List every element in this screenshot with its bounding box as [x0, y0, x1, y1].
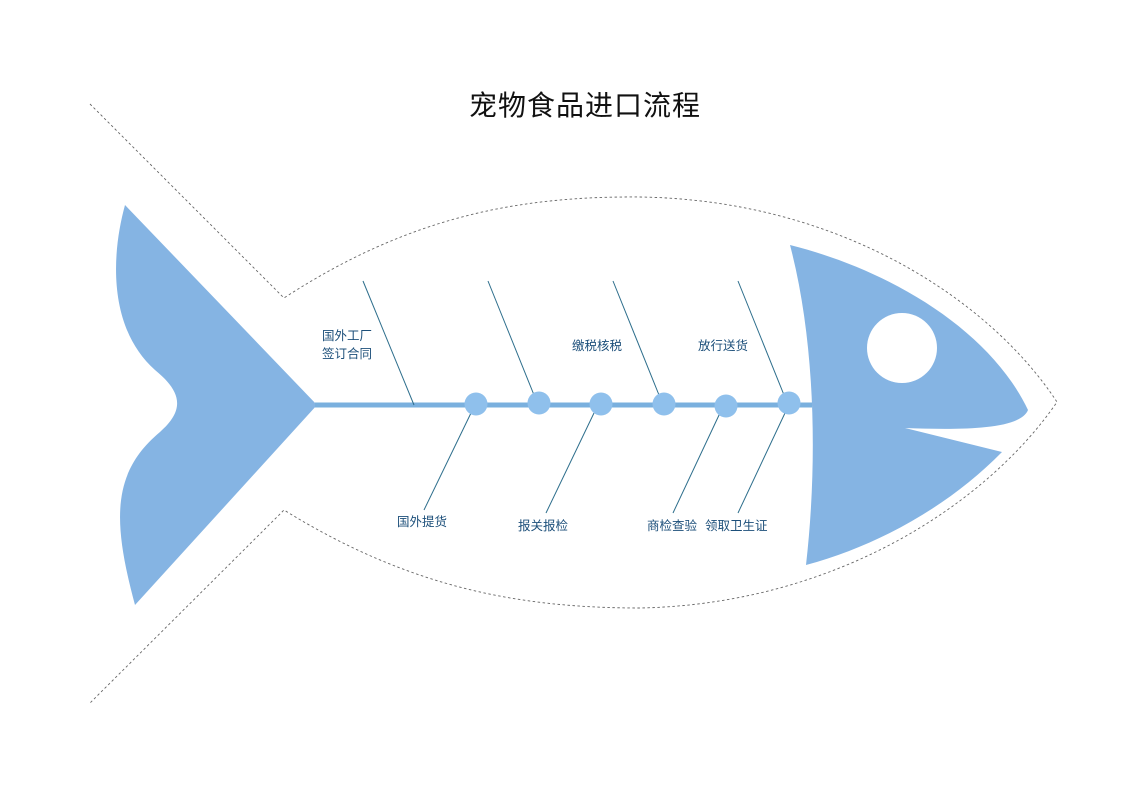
spine-node	[589, 392, 613, 416]
spine-node	[652, 392, 676, 416]
fish-eye	[867, 313, 937, 383]
step-label-line: 放行送货	[698, 338, 749, 353]
bone-bottom-1	[423, 412, 472, 511]
spine-node	[527, 391, 551, 415]
step-label-line: 签订合同	[322, 346, 373, 361]
bone-top-2	[487, 280, 535, 396]
bone-bottom-2	[545, 412, 595, 514]
step-label-bottom-1: 国外提货	[397, 514, 448, 529]
page-title: 宠物食品进口流程	[468, 89, 701, 122]
step-label-bottom-3: 商检查验	[647, 518, 698, 533]
spine-node	[777, 391, 801, 415]
fish-tail	[116, 205, 317, 605]
bone-top-4	[737, 280, 785, 396]
step-label-bottom-2: 报关报检	[518, 518, 569, 533]
step-label-line: 国外工厂	[322, 328, 373, 343]
step-label-bottom-4: 领取卫生证	[705, 518, 768, 533]
step-label-top-3: 缴税核税	[572, 337, 622, 355]
bone-top-1	[362, 280, 415, 406]
spine-node	[464, 392, 488, 416]
step-label-top-4: 放行送货	[698, 337, 748, 355]
bone-bottom-4	[737, 412, 786, 514]
bone-bottom-3	[672, 412, 721, 514]
step-label-top-1: 国外工厂 签订合同	[322, 327, 372, 363]
fish-head	[790, 245, 1028, 565]
bone-top-3	[612, 280, 660, 396]
spine-node	[714, 394, 738, 418]
fish-outline	[89, 103, 1058, 704]
step-label-line: 缴税核税	[572, 338, 623, 353]
